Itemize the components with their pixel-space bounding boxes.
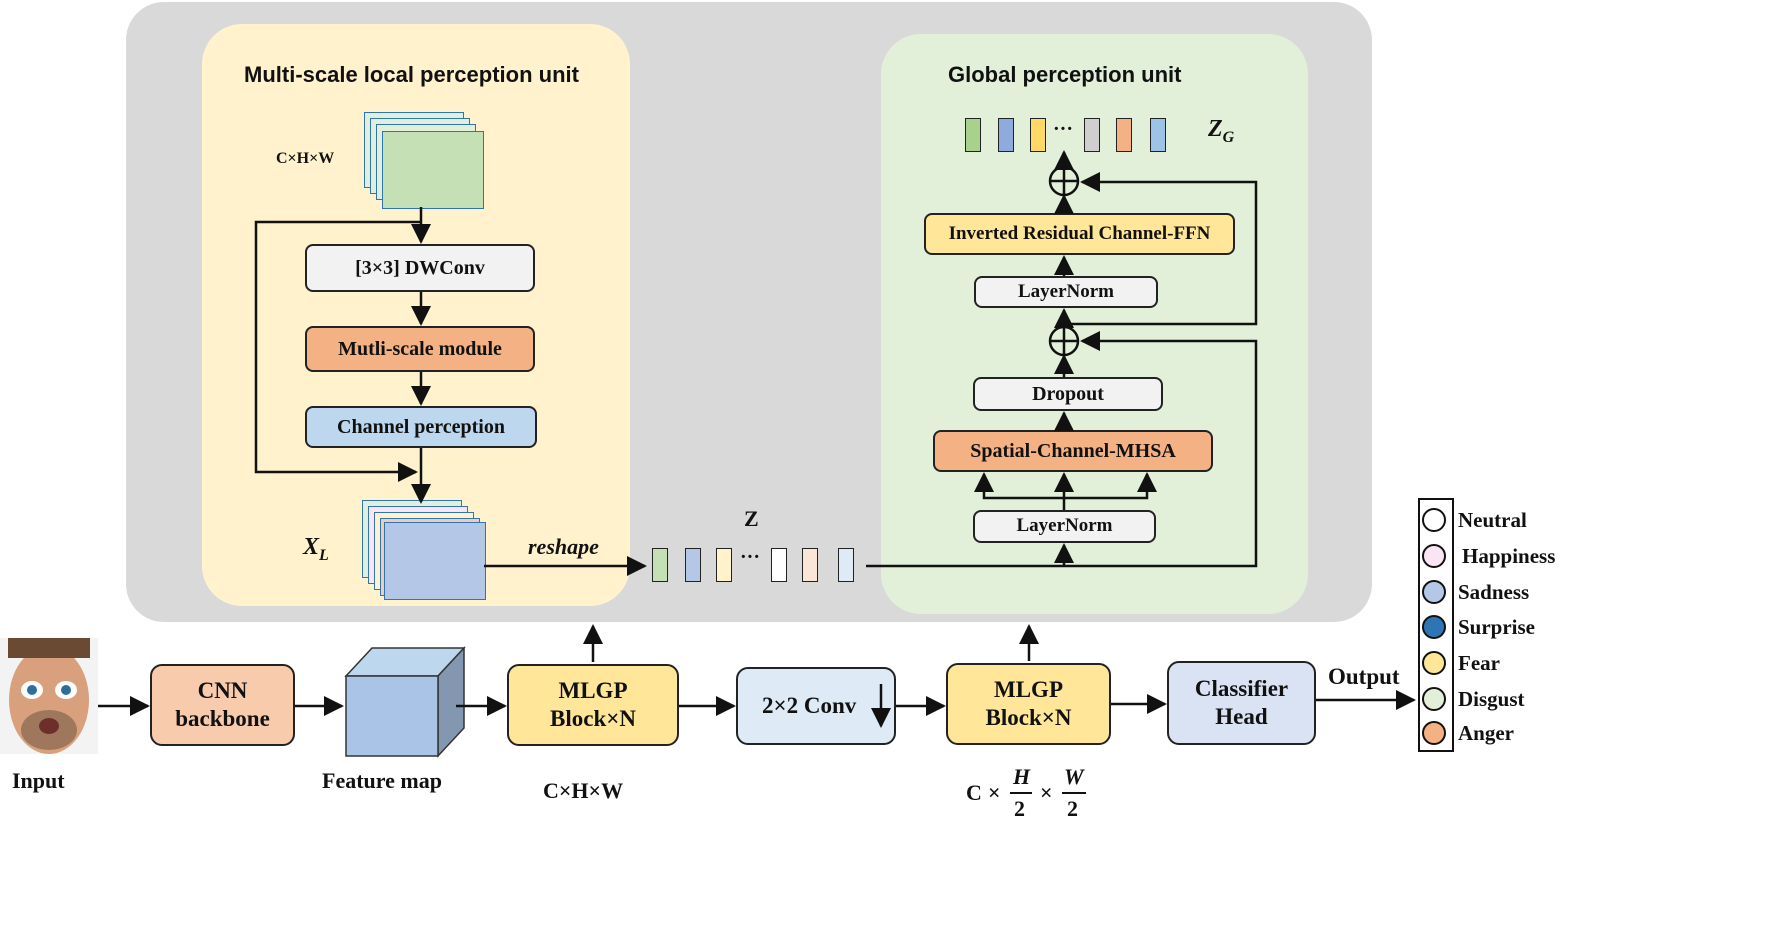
dims-label-1: C×H×W (543, 778, 624, 803)
legend-item-happiness: Happiness (1422, 540, 1572, 572)
global-output-symbol: ZG (1208, 116, 1235, 146)
legend-label: Anger (1458, 721, 1514, 745)
input-label: Input (12, 768, 65, 793)
mhsa-box: Spatial-Channel-MHSA (933, 430, 1213, 472)
reshape-label: reshape (528, 534, 599, 559)
channel-perception-box: Channel perception (305, 406, 537, 448)
legend-swatch (1422, 580, 1446, 604)
legend-swatch (1422, 544, 1446, 568)
conv-downsample-box: 2×2 Conv (736, 667, 896, 745)
legend-label: Happiness (1462, 544, 1556, 568)
dims-label-2: C × H 2 × W 2 (966, 762, 1096, 822)
multiscale-module-box: Mutli-scale module (305, 326, 535, 372)
local-output-symbol: XL (303, 534, 329, 564)
legend-item-fear: Fear (1422, 647, 1572, 679)
legend-swatch (1422, 651, 1446, 675)
legend-swatch (1422, 721, 1446, 745)
input-face-image (0, 638, 98, 754)
layernorm-bottom-box: LayerNorm (973, 510, 1156, 543)
legend-label: Neutral (1458, 508, 1527, 532)
legend-item-disgust: Disgust (1422, 683, 1572, 715)
legend-swatch (1422, 615, 1446, 639)
global-unit-title: Global perception unit (948, 62, 1182, 87)
output-label: Output (1328, 664, 1400, 689)
legend-swatch (1422, 687, 1446, 711)
legend-label: Fear (1458, 651, 1500, 675)
feature-map-cube (344, 646, 466, 758)
legend-item-surprise: Surprise (1422, 611, 1572, 643)
legend-label: Surprise (1458, 615, 1536, 639)
legend-swatch (1422, 508, 1446, 532)
local-input-dims: C×H×W (276, 150, 335, 167)
feature-map-label: Feature map (322, 768, 442, 793)
layernorm-top-box: LayerNorm (974, 276, 1158, 308)
tokens-label: Z (744, 506, 759, 531)
dropout-box: Dropout (973, 377, 1163, 411)
legend-label: Disgust (1458, 687, 1525, 711)
legend-label: Sadness (1458, 580, 1530, 604)
legend-item-neutral: Neutral (1422, 504, 1572, 536)
legend-item-sadness: Sadness (1422, 576, 1572, 608)
legend-item-anger: Anger (1422, 717, 1572, 749)
channel-ffn-box: Inverted Residual Channel-FFN (924, 213, 1235, 255)
local-unit-title: Multi-scale local perception unit (244, 62, 579, 87)
dwconv-box: [3×3] DWConv (305, 244, 535, 292)
emotion-legend (1418, 498, 1454, 752)
